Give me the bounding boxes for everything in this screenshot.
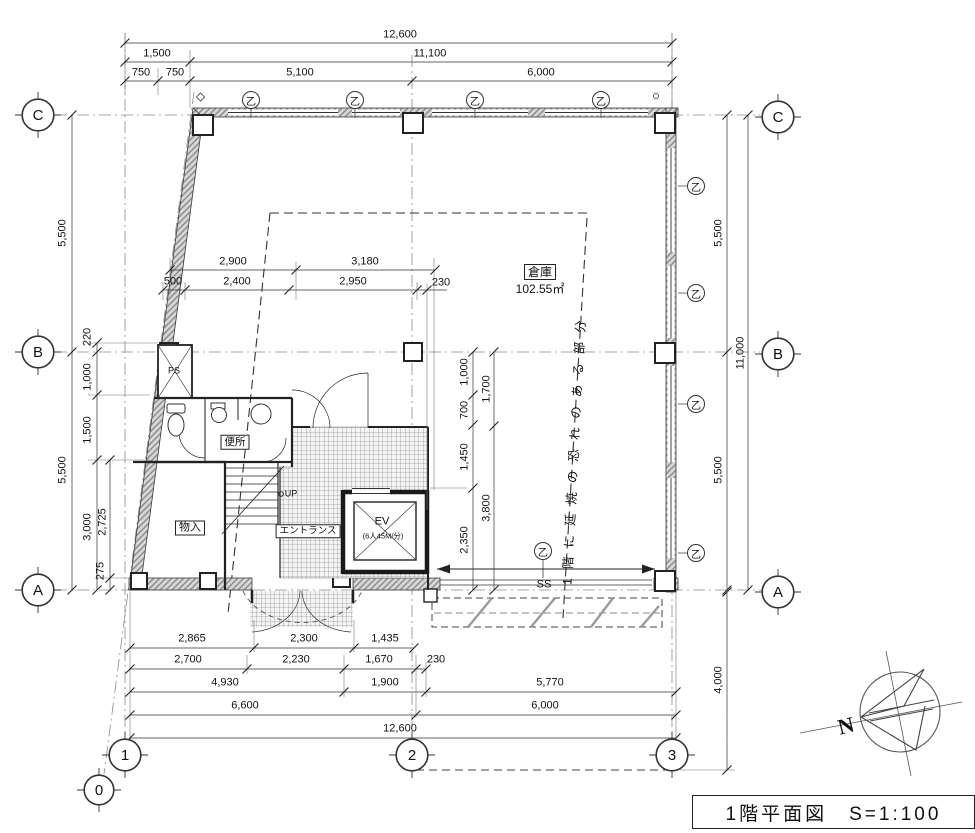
title-block: 1階平面図 S=1:100 [692, 795, 975, 829]
dim-left-2725: 2,725 [96, 508, 109, 536]
dim-bot-12600: 12,600 [383, 722, 417, 735]
fire-door-symbol: 乙 [346, 91, 364, 109]
dim-top-750b: 750 [165, 66, 185, 79]
dim-bot-6000: 6,000 [531, 699, 559, 712]
dim-inner-1000: 1,000 [458, 358, 471, 386]
stairs-up-label: UP [284, 488, 298, 499]
dim-top-6000: 6,000 [527, 66, 555, 79]
grid-bubble-2: 2 [396, 739, 428, 771]
room-label-warehouse: 倉庫 [523, 264, 557, 280]
canopy [416, 597, 676, 771]
dim-inner-2350: 2,350 [458, 526, 471, 554]
dim-top-750a: 750 [131, 66, 151, 79]
room-label-storage: 物入 [175, 520, 205, 536]
dim-inner-700: 700 [458, 400, 471, 420]
fire-door-symbol: 乙 [242, 91, 260, 109]
fire-spread-line [227, 212, 588, 619]
dim-right-total: 11,000 [734, 336, 747, 370]
fire-door-symbol: 乙 [687, 395, 705, 413]
grid-bubble-a-right: A [762, 576, 794, 608]
grid-bubble-b-right: B [762, 338, 794, 370]
toilet-fixtures [166, 402, 272, 437]
dim-inner-1450: 1,450 [458, 443, 471, 471]
dim-inner-230: 230 [431, 276, 451, 289]
dim-top-total: 12,600 [383, 28, 417, 41]
dim-bot-6600: 6,600 [231, 699, 259, 712]
dim-left-220: 220 [81, 327, 94, 347]
dim-bot-5770: 5,770 [536, 676, 564, 689]
dim-left-275: 275 [94, 561, 107, 581]
dim-bot-2300: 2,300 [290, 632, 318, 645]
dim-top-left: 1,500 [143, 47, 171, 60]
dim-inner-2900: 2,900 [219, 255, 247, 268]
dim-inner-1700: 1,700 [480, 375, 493, 403]
dim-left-cb: 5,500 [56, 219, 69, 247]
dim-bot-2700: 2,700 [174, 653, 202, 666]
grid-bubble-1: 1 [109, 739, 141, 771]
dim-inner-500: 500 [163, 275, 183, 288]
dim-right-ab: 5,500 [712, 456, 725, 484]
warehouse-area: 102.55㎡ [515, 282, 565, 296]
room-label-toilet: 便所 [220, 434, 250, 450]
grid-bubble-b-left: B [22, 336, 54, 368]
dim-bot-1900: 1,900 [371, 676, 399, 689]
room-label-entrance: エントランス [275, 524, 341, 538]
north-arrow-icon [799, 650, 963, 777]
grid-bubble-0: 0 [84, 775, 114, 805]
fire-door-symbol: 乙 [687, 284, 705, 302]
dim-inner-2400: 2,400 [223, 275, 251, 288]
dim-inner-2950: 2,950 [339, 275, 367, 288]
dim-right-cb: 5,500 [712, 219, 725, 247]
dim-left-1000: 1,000 [81, 363, 94, 391]
dim-right-4000: 4,000 [712, 666, 725, 694]
dimension-ticks [67, 38, 753, 775]
ss-shutter-label: SS [536, 578, 552, 591]
dim-left-3000: 3,000 [81, 513, 94, 541]
dim-left-1500: 1,500 [81, 416, 94, 444]
fire-door-symbol: 乙 [687, 177, 705, 195]
extension-lines [88, 33, 735, 771]
grid-bubble-c-right: C [762, 101, 794, 133]
room-label-elevator: EV [374, 515, 390, 528]
room-label-ps: PS [167, 365, 181, 376]
grid-bubble-c-left: C [22, 99, 54, 131]
dim-bot-230: 230 [426, 653, 446, 666]
dim-top-main: 11,100 [413, 47, 447, 60]
fire-door-symbol: 乙 [592, 91, 610, 109]
grid-bubble-3: 3 [656, 739, 688, 771]
dim-bot-2865: 2,865 [178, 632, 206, 645]
dim-bot-2230: 2,230 [282, 653, 310, 666]
interior-walls [133, 344, 429, 590]
dim-bot-1435: 1,435 [371, 632, 399, 645]
grid-bubble-a-left: A [22, 574, 54, 606]
elevator-spec: (6人45M/分) [362, 531, 404, 541]
dim-bot-1670: 1,670 [365, 653, 393, 666]
dim-top-5100: 5,100 [286, 66, 314, 79]
windows [195, 92, 688, 578]
dim-inner-3800: 3,800 [480, 494, 493, 522]
dim-bot-4930: 4,930 [211, 676, 239, 689]
elevator-shaft [340, 488, 430, 575]
fire-door-symbol: 乙 [687, 544, 705, 562]
dim-left-ab: 5,500 [56, 456, 69, 484]
dim-inner-3180: 3,180 [351, 255, 379, 268]
fire-door-symbol: 乙 [466, 91, 484, 109]
fire-door-symbol: 乙 [534, 542, 552, 560]
